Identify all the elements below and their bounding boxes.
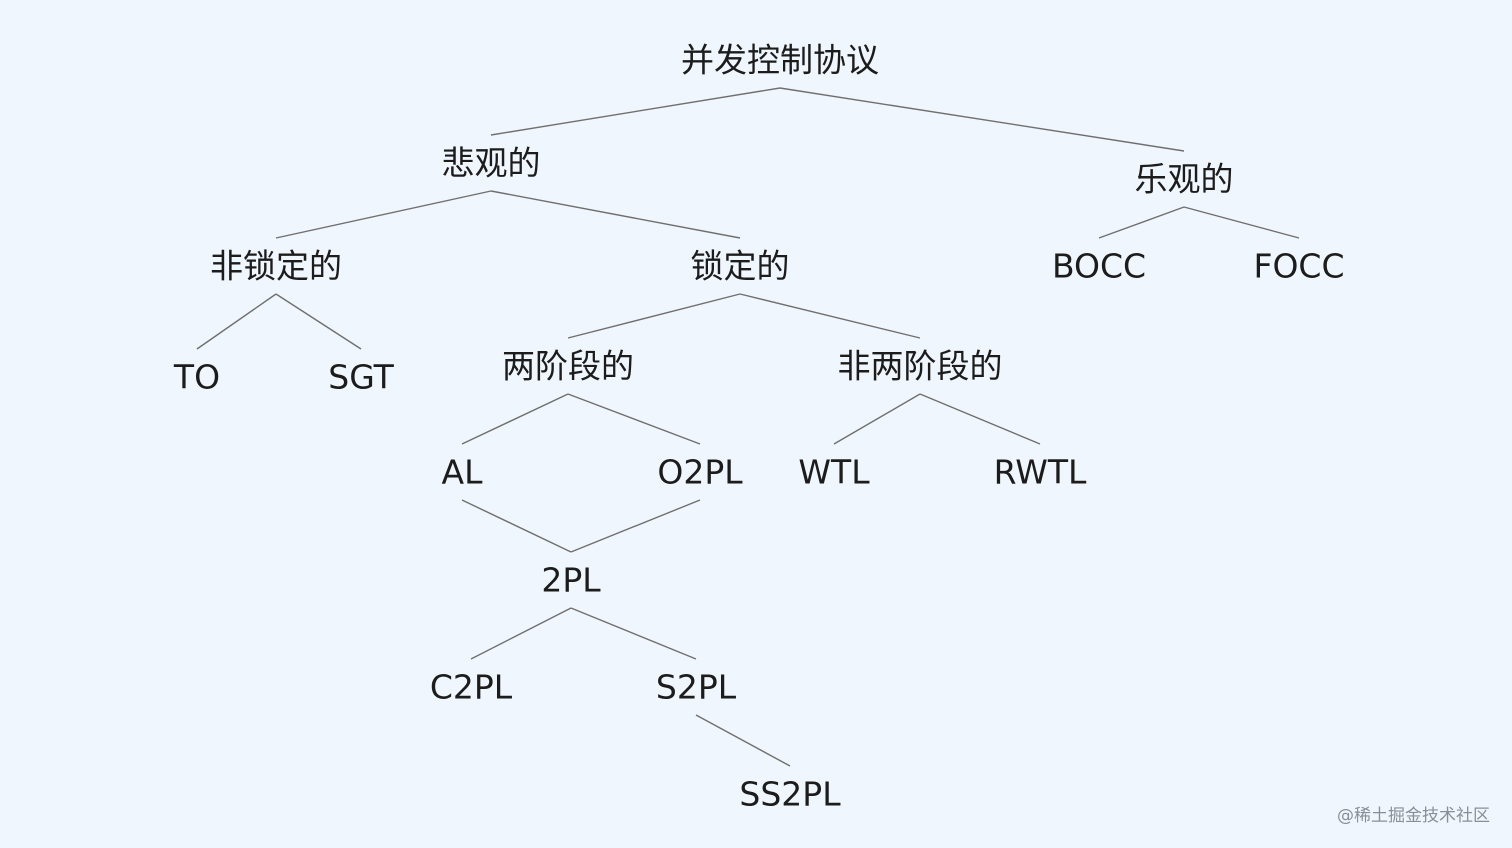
node-to: TO — [173, 357, 221, 397]
node-non-locking: 非锁定的 — [210, 246, 342, 286]
node-root: 并发控制协议 — [681, 40, 879, 80]
edge-root-to-optimistic — [779, 87, 1185, 152]
node-optimistic: 乐观的 — [1134, 159, 1234, 199]
node-o2pl: O2PL — [657, 452, 743, 492]
edge-two_pl-to-s2pl — [570, 607, 697, 660]
node-sgt: SGT — [328, 357, 394, 397]
node-c2pl: C2PL — [429, 667, 513, 707]
node-s2pl: S2PL — [655, 667, 737, 707]
node-wtl: WTL — [798, 452, 870, 492]
edge-two_pl-to-c2pl — [470, 607, 572, 660]
node-al: AL — [441, 452, 483, 492]
watermark: @稀土掘金技术社区 — [1337, 806, 1490, 826]
node-two-phase: 两阶段的 — [502, 346, 634, 386]
edge-al-to-two_pl — [461, 499, 572, 553]
node-rwtl: RWTL — [993, 452, 1087, 492]
node-2pl: 2PL — [541, 560, 601, 600]
edge-non_two_phase-to-rwtl — [919, 393, 1041, 445]
node-ss2pl: SS2PL — [739, 774, 841, 814]
node-focc: FOCC — [1253, 246, 1345, 286]
edge-optimistic-to-focc — [1183, 206, 1300, 239]
node-bocc: BOCC — [1051, 246, 1147, 286]
edge-root-to-pessimistic — [490, 87, 781, 136]
edge-optimistic-to-bocc — [1098, 206, 1185, 239]
edge-locking-to-two_phase — [567, 293, 741, 339]
edge-o2pl-to-two_pl — [570, 499, 701, 553]
edge-s2pl-to-ss2pl — [695, 714, 791, 767]
node-non-two-phase: 非两阶段的 — [837, 346, 1003, 386]
edge-two_phase-to-al — [461, 393, 569, 445]
edge-non_locking-to-to — [196, 293, 277, 350]
edge-non_two_phase-to-wtl — [833, 393, 921, 445]
edge-two_phase-to-o2pl — [567, 393, 701, 445]
node-locking: 锁定的 — [690, 246, 790, 286]
node-pessimistic: 悲观的 — [441, 143, 541, 183]
edges-group — [196, 87, 1300, 767]
edge-pessimistic-to-locking — [490, 190, 741, 239]
edge-pessimistic-to-non_locking — [275, 190, 492, 239]
edge-locking-to-non_two_phase — [739, 293, 921, 339]
edge-non_locking-to-sgt — [275, 293, 362, 350]
